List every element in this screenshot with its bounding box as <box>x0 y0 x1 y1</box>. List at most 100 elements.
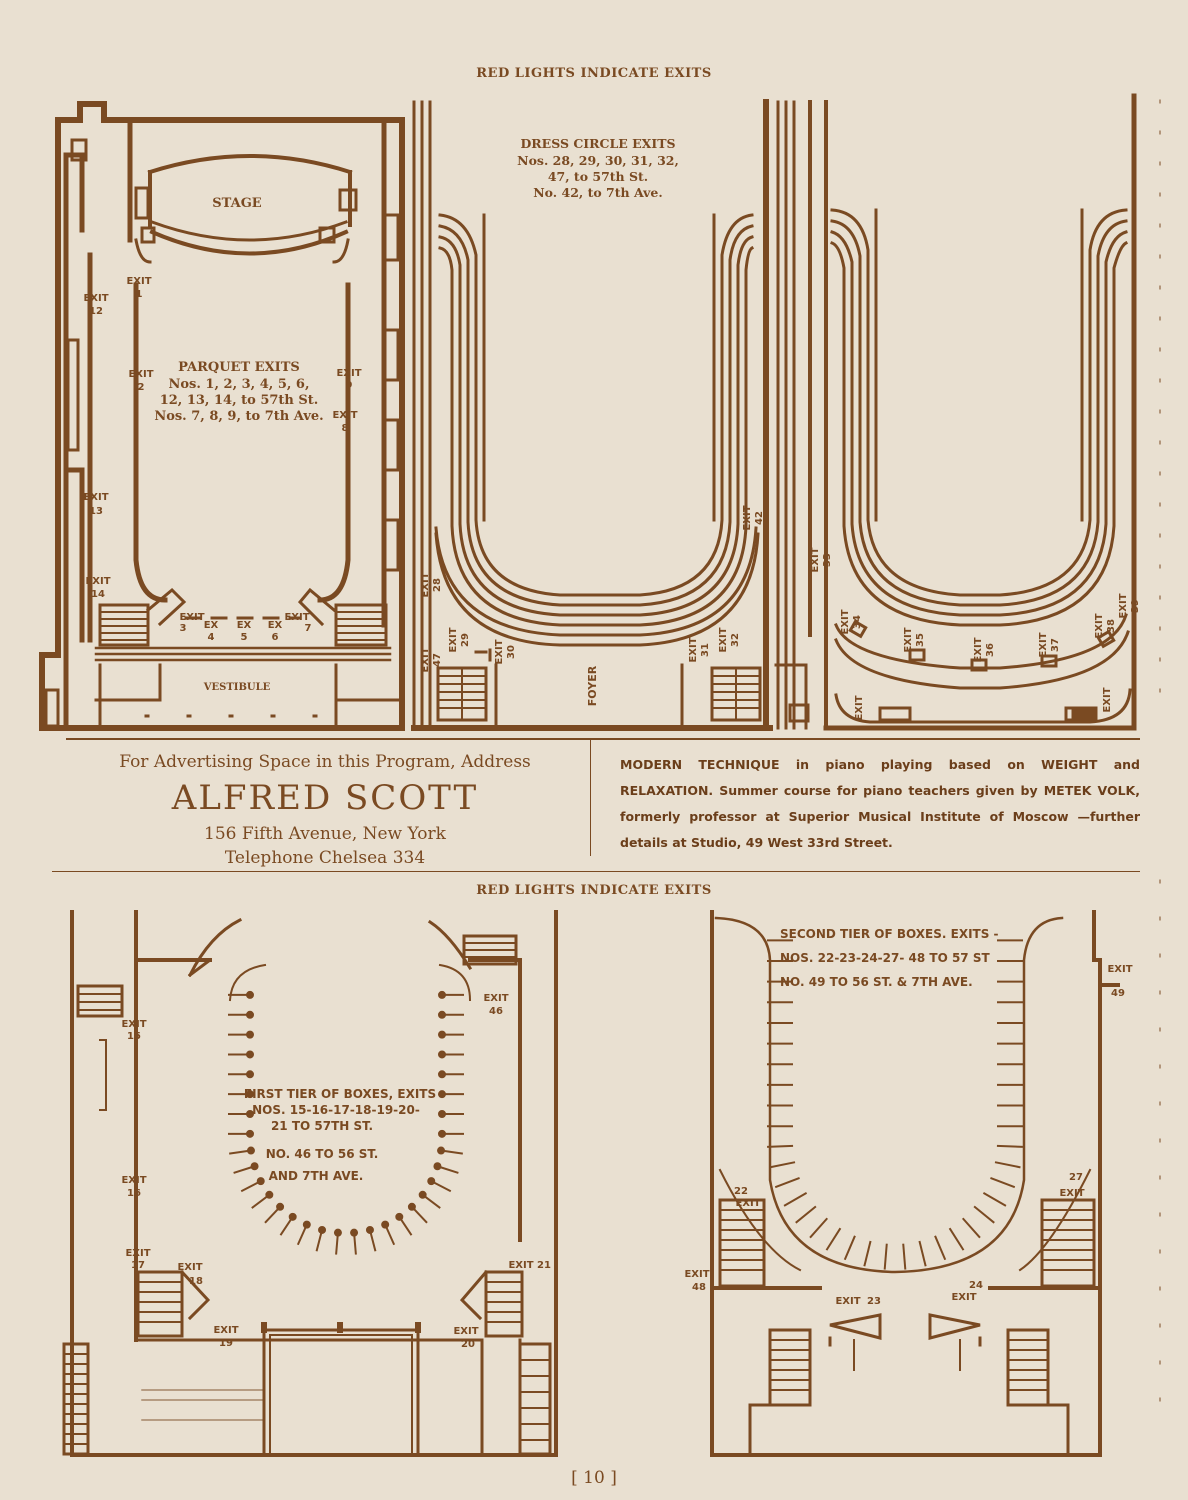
exit-38-label: EXIT <box>1094 613 1105 638</box>
exit-46-label: EXIT <box>483 993 508 1004</box>
exit-17-label: EXIT <box>125 1248 150 1259</box>
second-tier-tick <box>809 1217 829 1239</box>
exit-39-label: EXIT <box>1118 593 1129 618</box>
dress-circle-line-1: Nos. 28, 29, 30, 31, 32, <box>517 153 679 168</box>
exit-28-num: 28 <box>432 578 443 592</box>
advertising-block: For Advertising Space in this Program, A… <box>60 752 590 870</box>
exit-36-label: EXIT <box>973 637 984 662</box>
exit-9-label: EXIT <box>336 368 361 379</box>
exit-19-num: 19 <box>219 1338 233 1349</box>
exit-27-num: 27 <box>1069 1172 1083 1183</box>
exit-24-label: EXIT <box>951 1292 976 1303</box>
exit-47-num: 47 <box>432 653 443 667</box>
dress-circle-line-2: 47, to 57th St. <box>548 169 648 184</box>
second-tier-tick <box>825 1227 842 1251</box>
exit-1-label: EXIT <box>126 276 151 287</box>
first-tier-seat <box>256 1177 265 1186</box>
exit-23-label: EXIT <box>835 1296 860 1307</box>
exit-34-num: 34 <box>852 615 863 629</box>
first-tier-seat <box>438 1129 446 1138</box>
exit-3-label: EXIT <box>179 612 204 623</box>
exit-5-num: 5 <box>241 632 248 643</box>
first-tier-line-5: AND 7TH AVE. <box>269 1169 364 1183</box>
exit-14-label: EXIT <box>85 576 110 587</box>
first-tier-seat <box>288 1212 297 1221</box>
exit-49-label: EXIT <box>1107 964 1132 975</box>
exit-47-label: EXIT <box>420 647 431 672</box>
ad-text-4: formerly professor at Superior Musical I… <box>620 809 1140 850</box>
first-tier-box-ticks <box>228 990 464 1255</box>
exit-8-label: EXIT <box>332 410 357 421</box>
exit-20-num: 20 <box>461 1339 475 1350</box>
exit-49-num: 49 <box>1111 988 1125 999</box>
first-tier-seat <box>350 1228 359 1237</box>
first-tier-seat <box>381 1220 390 1229</box>
first-tier-seat <box>438 1030 446 1039</box>
second-tier-tick <box>902 1243 907 1270</box>
exit-35-num: 35 <box>915 633 926 647</box>
first-tier-seat <box>246 1010 254 1019</box>
exit-22-num: 22 <box>734 1186 748 1197</box>
exit-3-num: 3 <box>180 623 187 634</box>
exit-37-label: EXIT <box>1038 632 1049 657</box>
second-tier-tick <box>996 1144 1023 1148</box>
first-tier-seat <box>333 1228 342 1237</box>
first-tier-seat <box>302 1220 311 1229</box>
first-tier-seat <box>318 1225 327 1234</box>
second-tier-tick <box>795 1205 817 1224</box>
second-tier-tick <box>934 1235 947 1261</box>
top-divider <box>66 738 1140 740</box>
first-tier-seat <box>250 1162 259 1171</box>
exit-34-label: EXIT <box>840 609 851 634</box>
exit-42-label: EXIT <box>742 505 753 530</box>
ad-keyword-2: WEIGHT <box>1041 757 1098 772</box>
exit-27-label: EXIT <box>1059 1188 1084 1199</box>
exit-19-label: EXIT <box>213 1325 238 1336</box>
parquet-line-3: Nos. 7, 8, 9, to 7th Ave. <box>154 409 323 424</box>
second-tier-tick <box>973 1205 995 1224</box>
first-tier-seat <box>438 1010 446 1019</box>
first-tier-seat <box>246 1030 254 1039</box>
page-number: [ 10 ] <box>571 1468 617 1488</box>
first-tier-seat <box>246 1129 254 1138</box>
exit-31-num: 31 <box>700 643 711 657</box>
ad-divider <box>590 740 591 856</box>
exit-21-label: EXIT <box>508 1260 533 1271</box>
piano-technique-ad: MODERN TECHNIQUE in piano playing based … <box>620 752 1140 856</box>
exit-9-num: 9 <box>346 380 353 391</box>
first-tier-seat <box>438 990 446 999</box>
exit-32-num: 32 <box>730 633 741 647</box>
first-tier-seat <box>246 1146 255 1155</box>
first-tier-seat <box>407 1202 416 1211</box>
exit-28-label: EXIT <box>420 572 431 597</box>
exit-left-family: EXIT <box>854 695 865 720</box>
exit-30-label: EXIT <box>494 639 505 664</box>
first-tier-seat <box>427 1177 436 1186</box>
exit-15-num: 15 <box>127 1031 141 1042</box>
first-tier-seat <box>418 1190 427 1199</box>
exit-29-num: 29 <box>460 633 471 647</box>
exit-12-num: 12 <box>89 306 103 317</box>
second-tier-tick <box>783 1191 808 1207</box>
exit-31-label: EXIT <box>688 637 699 662</box>
ad-keyword-1: MODERN TECHNIQUE <box>620 757 780 772</box>
foyer-label: FOYER <box>586 665 599 706</box>
exit-16-label: EXIT <box>121 1175 146 1186</box>
first-tier-seat <box>365 1225 374 1234</box>
exit-6-label: EX <box>268 620 283 631</box>
exit-48-num: 48 <box>692 1282 706 1293</box>
vestibule-label: VESTIBULE <box>203 682 271 693</box>
exit-18-num: 18 <box>189 1276 203 1287</box>
first-tier-seat <box>437 1146 446 1155</box>
second-tier-tick <box>994 1161 1021 1169</box>
ad-text-3: Summer course for piano teachers given b… <box>713 783 1044 798</box>
exit-15-label: EXIT <box>121 1019 146 1030</box>
exit-2-label: EXIT <box>128 369 153 380</box>
second-tier-tick <box>769 1161 796 1169</box>
exit-right-family: EXIT <box>1102 687 1113 712</box>
exit-48-label: EXIT <box>684 1269 709 1280</box>
top-floor-plans: STAGE VESTIBULE PARQUET EXITS Nos. 1, 2,… <box>39 93 1161 731</box>
exit-5-label: EX <box>237 620 252 631</box>
exit-23-num: 23 <box>867 1296 881 1307</box>
exit-38-num: 38 <box>1106 619 1117 633</box>
